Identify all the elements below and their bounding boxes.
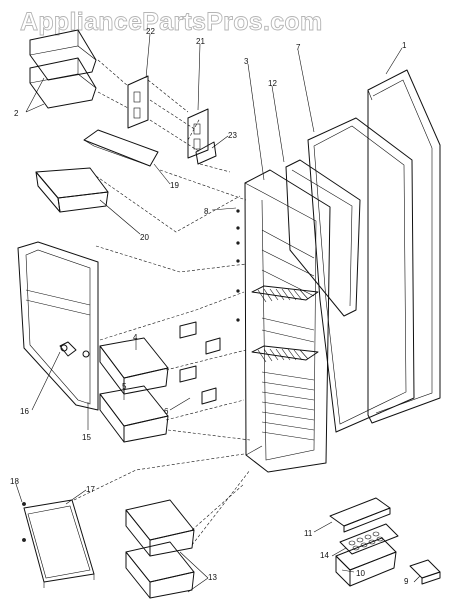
callout-5: 5 bbox=[122, 382, 127, 391]
door-outer-panel bbox=[367, 69, 441, 424]
callout-12: 12 bbox=[268, 79, 277, 88]
callout-14: 14 bbox=[320, 551, 329, 560]
callout-8: 8 bbox=[204, 207, 209, 216]
callout-23: 23 bbox=[228, 131, 237, 140]
callout-16: 16 bbox=[20, 407, 29, 416]
upper-shelf-brackets bbox=[29, 29, 97, 109]
shelf-tray-19 bbox=[83, 129, 159, 167]
callout-19: 19 bbox=[170, 181, 179, 190]
small-bracket-23 bbox=[195, 141, 217, 165]
assembly-lines bbox=[73, 59, 251, 546]
callout-20: 20 bbox=[140, 233, 149, 242]
door-bin-4 bbox=[99, 337, 169, 395]
callout-17: 17 bbox=[86, 485, 95, 494]
callout-4: 4 bbox=[133, 333, 138, 342]
cabinet-inner-liner bbox=[236, 169, 331, 473]
callout-13: 13 bbox=[208, 573, 217, 582]
callout-2: 2 bbox=[14, 109, 19, 118]
small-bin-20 bbox=[35, 167, 109, 213]
callout-21: 21 bbox=[196, 37, 205, 46]
callout-11: 11 bbox=[304, 529, 313, 538]
callout-22: 22 bbox=[146, 27, 155, 36]
callout-10: 10 bbox=[356, 569, 365, 578]
door-bin-5 bbox=[99, 385, 169, 443]
callout-6: 6 bbox=[164, 407, 169, 416]
screws-6 bbox=[179, 321, 221, 405]
ice-tray-cover-11 bbox=[329, 497, 391, 533]
freezer-panel-17 bbox=[23, 499, 95, 588]
small-tray-9 bbox=[409, 559, 441, 585]
callout-15: 15 bbox=[82, 433, 91, 442]
door-liner bbox=[285, 159, 361, 317]
dispenser-knob-16 bbox=[59, 341, 77, 357]
callout-9: 9 bbox=[404, 577, 409, 586]
freezer-door-frame-15 bbox=[17, 241, 99, 411]
callout-3: 3 bbox=[244, 57, 249, 66]
door-gasket bbox=[307, 117, 415, 433]
ice-tray-14 bbox=[339, 523, 399, 555]
hinge-bracket-22 bbox=[127, 75, 149, 129]
door-bins-13 bbox=[125, 499, 195, 599]
callout-leaders bbox=[15, 33, 421, 593]
callout-1: 1 bbox=[402, 41, 407, 50]
callout-7: 7 bbox=[296, 43, 301, 52]
callout-18: 18 bbox=[10, 477, 19, 486]
screw-18 bbox=[22, 502, 26, 542]
callout-numbers: 1 2 3 4 5 6 7 8 9 10 11 12 13 14 15 16 1… bbox=[10, 27, 409, 586]
watermark-text: AppliancePartsPros.com bbox=[20, 8, 323, 36]
ice-bucket-10 bbox=[335, 537, 397, 587]
